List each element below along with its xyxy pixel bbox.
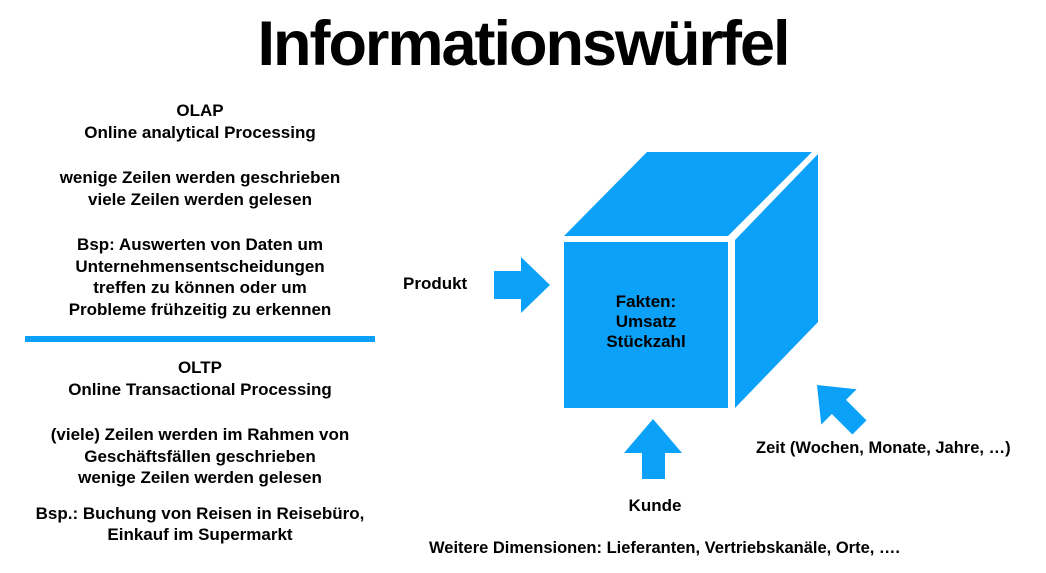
oltp-example-block: Bsp.: Buchung von Reisen in Reisebüro, E… [25, 503, 375, 546]
oltp-heading-block: OLTP Online Transactional Processing [25, 357, 375, 400]
dimension-label-kunde: Kunde [628, 496, 682, 515]
oltp-usage-line: Geschäftsfällen geschrieben [84, 446, 316, 466]
cube-facts-line: Stückzahl [606, 332, 686, 351]
oltp-usage-block: (viele) Zeilen werden im Rahmen von Gesc… [25, 424, 375, 489]
olap-usage-line: viele Zeilen werden gelesen [88, 189, 312, 209]
olap-example-block: Bsp: Auswerten von Daten um Unternehmens… [25, 234, 375, 320]
oltp-example-line: Einkauf im Supermarkt [107, 525, 293, 544]
cube-front-face [564, 242, 728, 408]
oltp-usage-line: (viele) Zeilen werden im Rahmen von [50, 425, 350, 444]
dimension-label-zeit: Zeit (Wochen, Monate, Jahre, …) [756, 439, 1011, 457]
oltp-subheading: Online Transactional Processing [68, 379, 332, 399]
oltp-heading: OLTP [177, 358, 223, 377]
cube-facts-line: Fakten: [615, 292, 677, 311]
other-dimensions-note: Weitere Dimensionen: Lieferanten, Vertri… [429, 539, 901, 557]
olap-example-line: Probleme frühzeitig zu erkennen [68, 299, 332, 319]
olap-example-line: treffen zu können oder um [93, 278, 307, 297]
zeit-arrow-icon [817, 385, 867, 435]
olap-example-line: Unternehmensentscheidungen [75, 256, 325, 276]
comparison-text-panel: OLAP Online analytical Processing wenige… [25, 100, 375, 546]
cube-right-face [735, 154, 818, 408]
olap-heading: OLAP [176, 101, 224, 120]
kunde-arrow-icon [624, 419, 682, 479]
olap-usage-line: wenige Zeilen werden geschrieben [59, 168, 341, 187]
olap-heading-block: OLAP Online analytical Processing [25, 100, 375, 143]
page-title: Informationswürfel [257, 9, 790, 79]
dimension-label-produkt: Produkt [403, 274, 468, 293]
olap-usage-block: wenige Zeilen werden geschrieben viele Z… [25, 167, 375, 210]
cube-facts-label: Fakten: Umsatz Stückzahl [564, 292, 728, 352]
produkt-arrow-icon [494, 257, 550, 313]
section-divider [25, 336, 375, 342]
olap-subheading: Online analytical Processing [84, 122, 316, 142]
oltp-example-line: Bsp.: Buchung von Reisen in Reisebüro, [35, 503, 365, 523]
oltp-usage-line: wenige Zeilen werden gelesen [78, 468, 322, 487]
cube-top-face [564, 152, 812, 236]
olap-example-line: Bsp: Auswerten von Daten um [77, 235, 323, 254]
cube-facts-line: Umsatz [615, 312, 677, 331]
